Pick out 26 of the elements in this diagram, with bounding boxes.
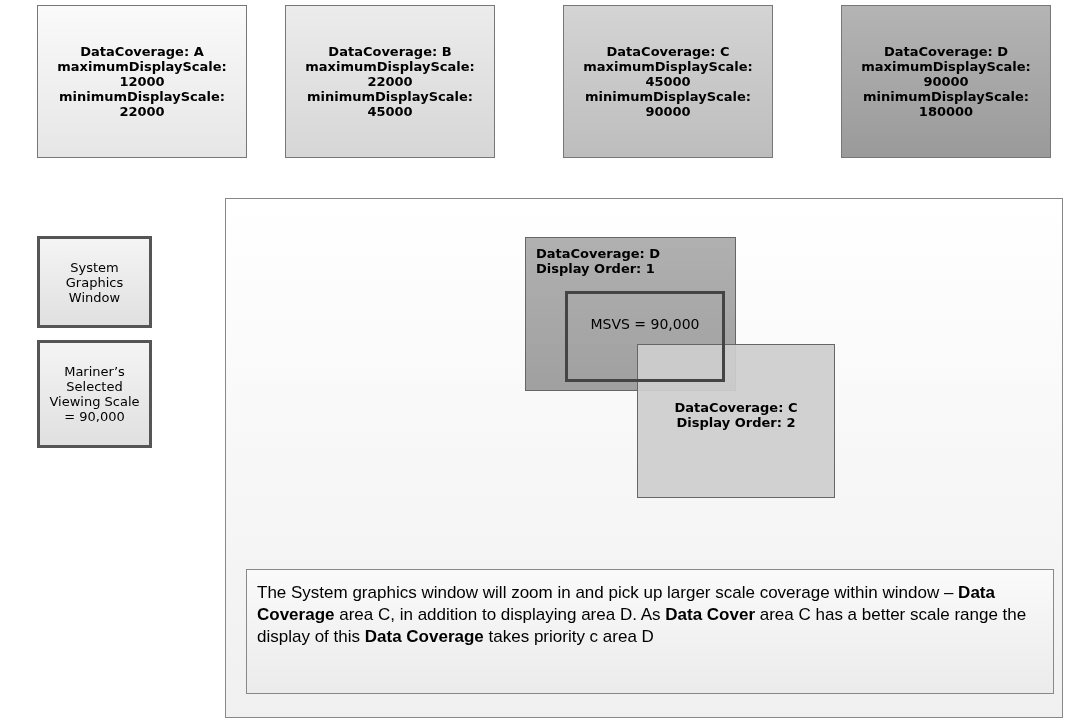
coverage-title: DataCoverage: A [79,44,205,59]
legend-text: System Graphics Window [64,259,125,305]
coverage-area [637,344,835,498]
legend-box [37,340,152,448]
coverage-title: DataCoverage: D [536,246,662,261]
coverage-box [563,5,773,158]
legend-text: Mariner’s Selected Viewing Scale = 90,000 [48,364,141,424]
coverage-title: DataCoverage: D [882,44,1010,59]
legend-box [37,236,152,328]
coverage-title: DataCoverage: B [327,44,453,59]
coverage-box [37,5,247,158]
coverage-box [285,5,495,158]
scale-text: minimumDisplayScale: 22000 [58,89,226,119]
display-order-text: Display Order: 2 [676,415,796,430]
graphics-window-frame [225,198,1063,718]
display-order-text: Display Order: 1 [536,261,656,276]
coverage-title: DataCoverage: C [674,400,798,415]
coverage-title: DataCoverage: C [605,44,731,59]
scale-text: minimumDisplayScale: 90000 [584,89,752,119]
scale-text: MSVS = 90,000 [590,316,700,332]
note-box [246,569,1054,694]
viewing-scale-box [565,291,725,382]
note-text: The System graphics window will zoom in and pick up larger scale coverage within window – Data Coverage area C, in addition to displaying area D. As Data Cover area C has a better scale range the display of this Data Coverage takes priority c area D [257,582,1028,648]
scale-text: minimumDisplayScale: 180000 [862,89,1030,119]
coverage-box [841,5,1051,158]
scale-text: minimumDisplayScale: 45000 [306,89,474,119]
